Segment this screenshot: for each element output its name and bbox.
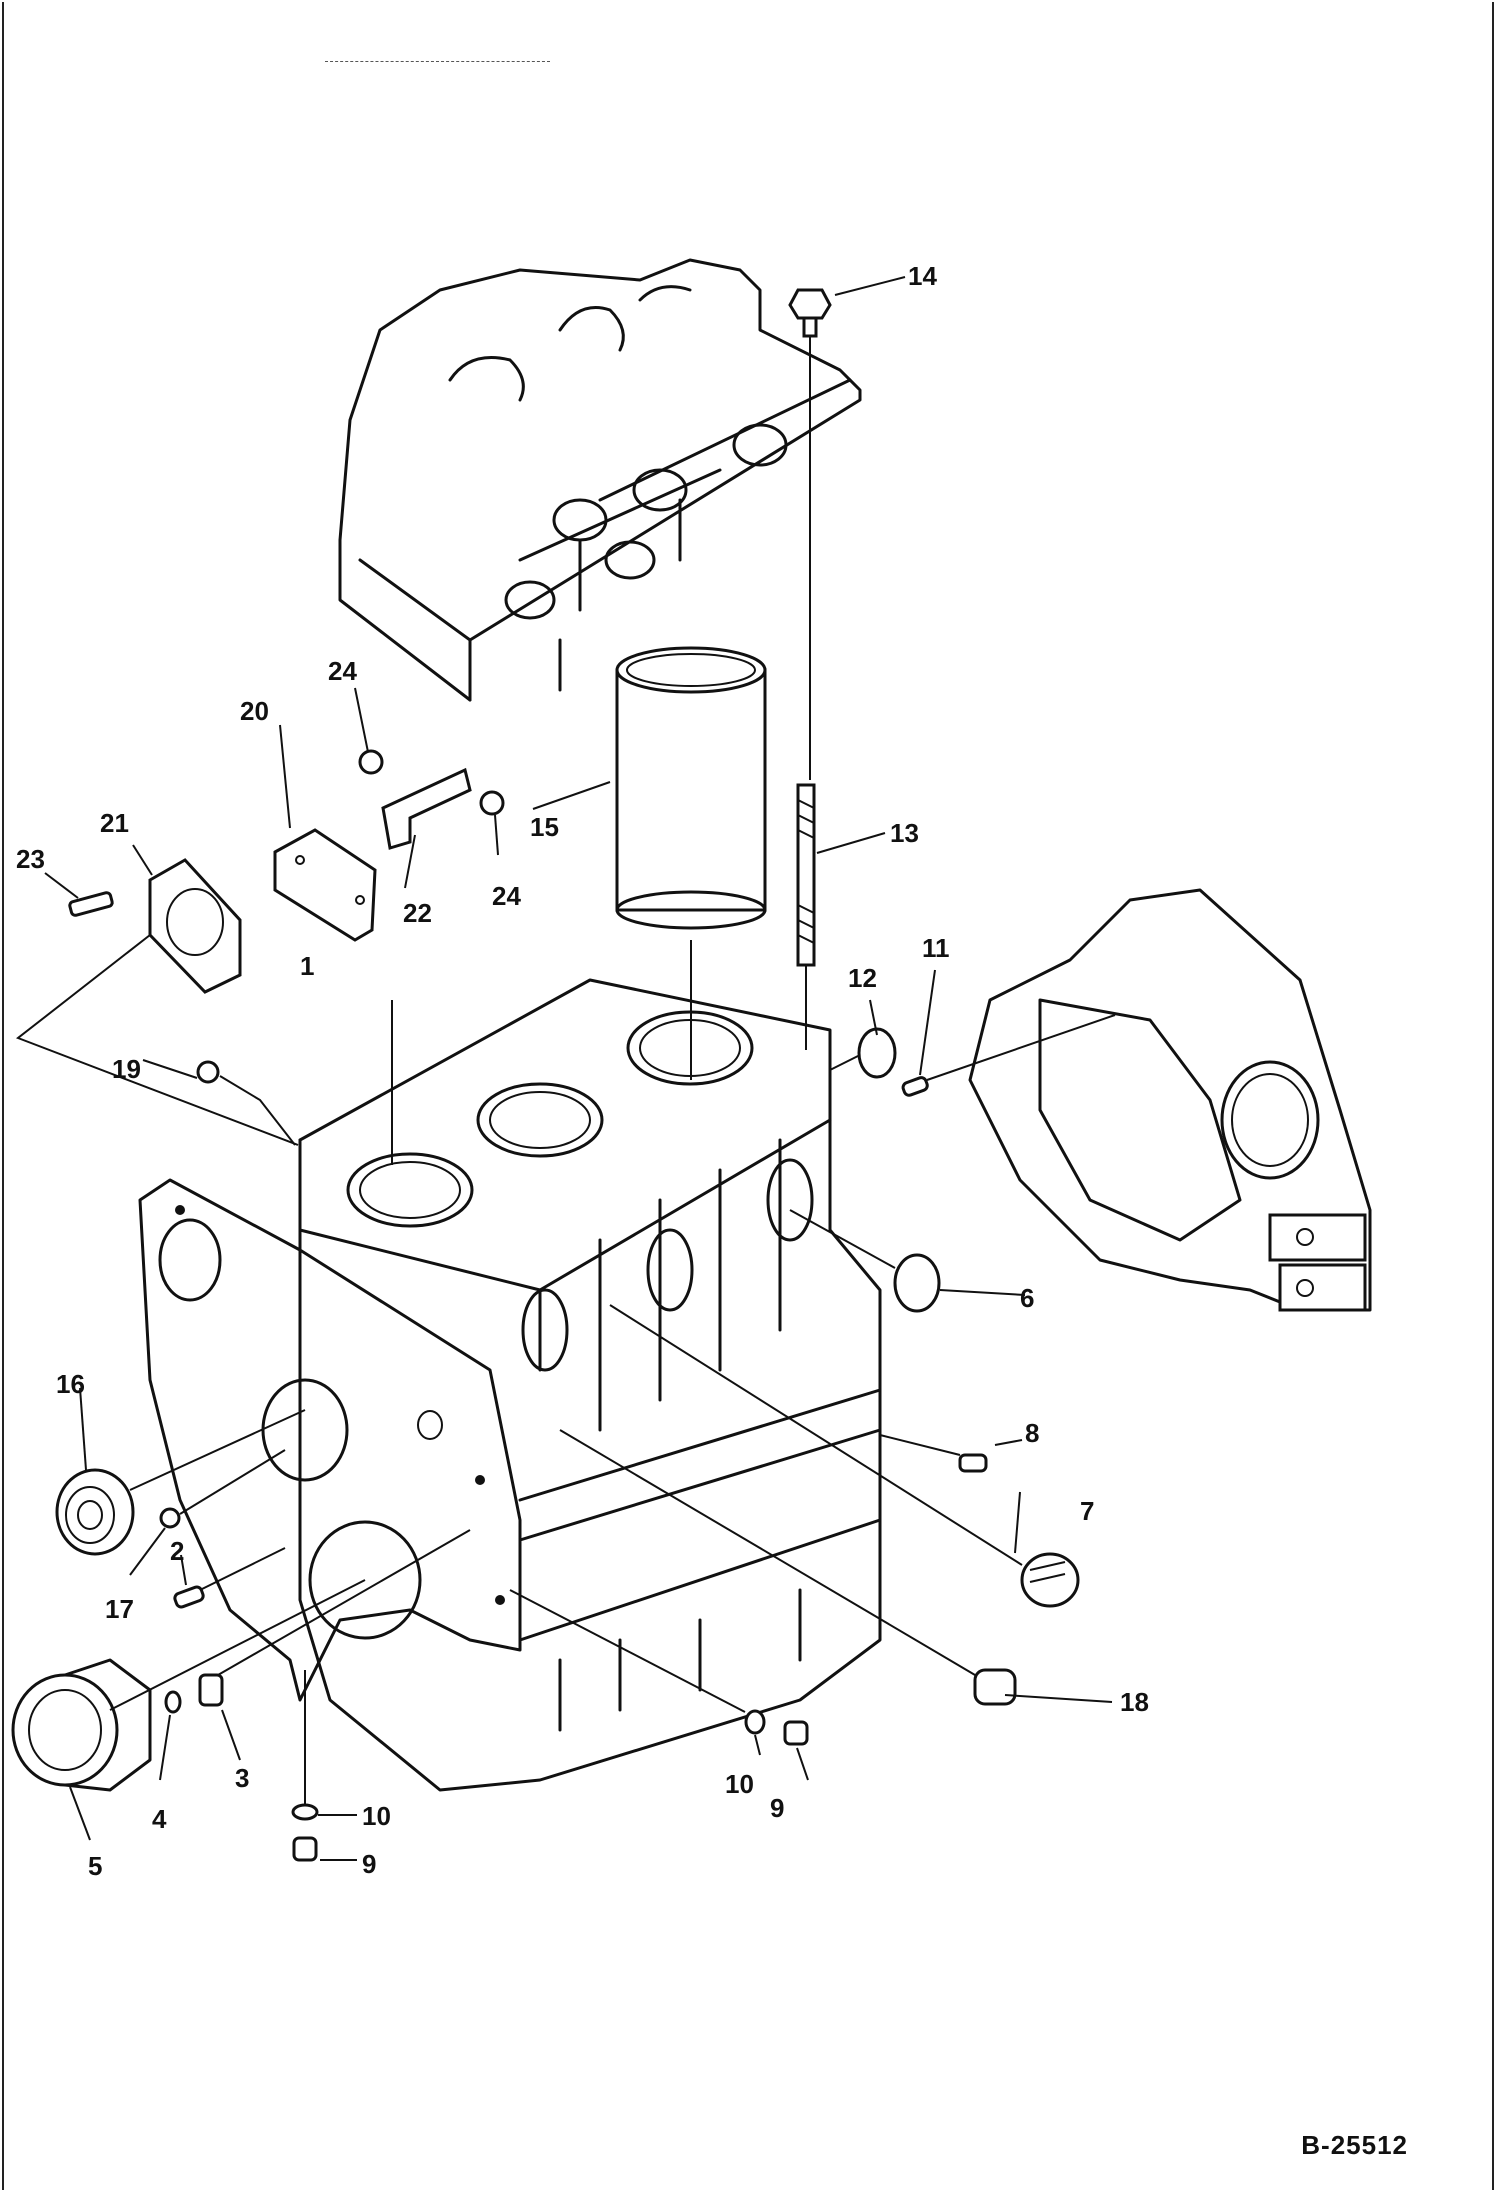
knock-pin xyxy=(901,1014,1116,1097)
callout-24b: 24 xyxy=(492,881,521,911)
callout-9b: 9 xyxy=(362,1849,376,1879)
seal-ring xyxy=(893,1253,941,1313)
callout-10b: 10 xyxy=(362,1801,391,1831)
bracket xyxy=(381,767,472,850)
washer xyxy=(744,1709,766,1735)
callout-leaders xyxy=(44,276,1113,1861)
pin xyxy=(198,1529,471,1707)
callout-1: 1 xyxy=(300,951,314,981)
callout-14: 14 xyxy=(908,261,937,291)
callout-labels: 1 2 3 4 5 6 7 8 9 9 10 10 11 12 13 14 15… xyxy=(16,261,1149,1881)
cylinder-head xyxy=(338,258,862,702)
small-bolt xyxy=(159,1449,286,1529)
callout-19: 19 xyxy=(112,1054,141,1084)
callout-4: 4 xyxy=(152,1804,167,1834)
callout-3: 3 xyxy=(235,1763,249,1793)
gear-case xyxy=(138,1178,522,1702)
header-rule xyxy=(325,61,550,62)
o-ring xyxy=(164,1690,182,1714)
dowel-pin xyxy=(173,1547,286,1609)
head-bolt xyxy=(788,288,832,780)
callout-5: 5 xyxy=(88,1851,102,1881)
cover-gasket xyxy=(15,858,299,1146)
callout-18: 18 xyxy=(1120,1687,1149,1717)
side-cover xyxy=(273,828,377,942)
callout-12: 12 xyxy=(848,963,877,993)
plug-bolt xyxy=(559,1429,1017,1706)
callout-17: 17 xyxy=(105,1594,134,1624)
rear-seal xyxy=(11,1579,366,1792)
callout-21: 21 xyxy=(100,808,129,838)
cover-bolt xyxy=(196,1060,296,1146)
callout-11: 11 xyxy=(922,933,950,963)
nut xyxy=(479,790,505,816)
bolt xyxy=(292,1836,318,1862)
callout-6: 6 xyxy=(1020,1283,1034,1313)
screw-plug xyxy=(958,1453,988,1473)
cylinder-block xyxy=(298,978,882,1792)
washer xyxy=(291,1803,319,1821)
expansion-plug xyxy=(829,1027,897,1079)
callout-23: 23 xyxy=(16,844,45,874)
nut xyxy=(358,749,384,775)
bolt xyxy=(783,1720,809,1746)
callout-13: 13 xyxy=(890,818,919,848)
callout-22: 22 xyxy=(403,898,432,928)
callout-8: 8 xyxy=(1025,1418,1039,1448)
oil-seal xyxy=(55,1409,306,1556)
callout-10a: 10 xyxy=(725,1769,754,1799)
callout-15: 15 xyxy=(530,812,559,842)
drain-plug xyxy=(609,1304,1080,1608)
short-stud xyxy=(68,891,114,917)
callout-16: 16 xyxy=(56,1369,85,1399)
callout-7: 7 xyxy=(1080,1496,1094,1526)
callout-24a: 24 xyxy=(328,656,357,686)
callout-20: 20 xyxy=(240,696,269,726)
callout-2: 2 xyxy=(170,1536,184,1566)
stud xyxy=(796,783,816,1050)
drawing-reference-number: B-25512 xyxy=(1301,2130,1408,2160)
cylinder-liner xyxy=(615,646,767,1080)
flywheel-housing xyxy=(968,888,1372,1312)
callout-9a: 9 xyxy=(770,1793,784,1823)
